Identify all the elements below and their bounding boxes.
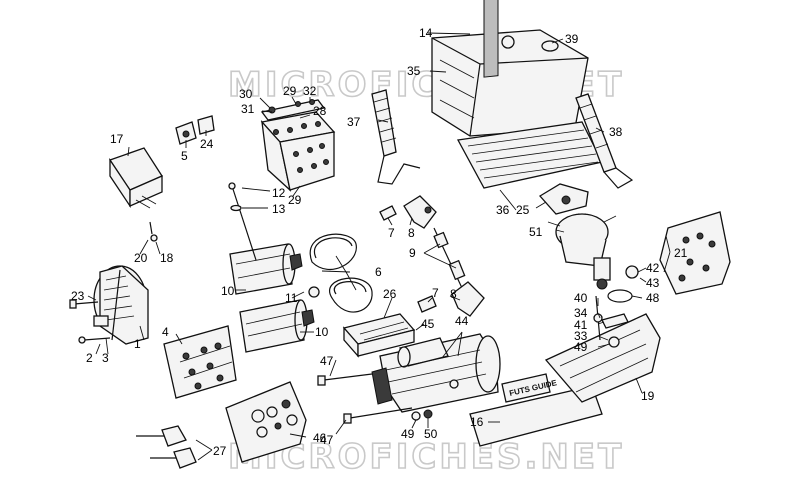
battery-clamp [538, 183, 589, 215]
oring-48 [607, 289, 633, 303]
callout-35: 35 [407, 64, 421, 78]
callout-36: 36 [496, 203, 510, 217]
battery [431, 0, 589, 137]
callout-25: 25 [516, 203, 530, 217]
callout-47-upper: 47 [320, 354, 334, 368]
callout-46: 46 [313, 431, 327, 445]
cable-clamp [342, 313, 416, 358]
callout-49-upper: 49 [574, 340, 588, 354]
callout-10-upper: 10 [221, 284, 235, 298]
plug-cap-lower [417, 281, 485, 317]
callout-51: 51 [529, 225, 543, 239]
relay [108, 147, 163, 209]
callout-7-lower: 7 [432, 286, 439, 300]
callout-5: 5 [181, 149, 188, 163]
callout-38: 38 [609, 125, 623, 139]
connector-27 [136, 425, 197, 469]
parts-bag-46 [225, 381, 307, 463]
callout-39: 39 [565, 32, 579, 46]
callout-9: 9 [409, 246, 416, 260]
parts-bag-21 [659, 211, 731, 295]
battery-strap-left [371, 89, 421, 185]
callout-27: 27 [213, 444, 227, 458]
ignition-coil-lower [239, 299, 315, 353]
callout-16: 16 [470, 415, 484, 429]
callout-19: 19 [641, 389, 655, 403]
connector-5 [175, 121, 197, 145]
callout-23: 23 [71, 289, 85, 303]
leader-lines [87, 32, 671, 461]
parts-bag-19 [544, 313, 661, 403]
callout-42: 42 [646, 261, 660, 275]
distributor [547, 213, 617, 290]
lead-9 [433, 227, 466, 289]
battery-strap-right [575, 93, 634, 189]
bolt-2 [78, 336, 111, 344]
callout-34: 34 [574, 306, 588, 320]
callout-29-lower: 29 [288, 193, 302, 207]
callout-40: 40 [574, 291, 588, 305]
callout-11: 11 [285, 291, 298, 305]
starter-bolt-upper [317, 373, 373, 386]
callout-47-lower: 47 [320, 433, 334, 447]
callout-10-lower: 10 [315, 325, 329, 339]
cap-42 [625, 265, 639, 279]
clip-24 [197, 115, 215, 135]
pressure-switch [593, 295, 629, 348]
callout-8-upper: 8 [408, 226, 415, 240]
callout-2: 2 [86, 351, 93, 365]
callout-1: 1 [134, 337, 141, 351]
callout-24: 24 [200, 137, 214, 151]
callout-29: 29 [283, 84, 297, 98]
callout-7-upper: 7 [388, 226, 395, 240]
callout-3: 3 [102, 351, 109, 365]
bolt-18-20 [149, 221, 158, 242]
callout-31: 31 [241, 102, 255, 116]
fuse-guide-plate: FUTS GUIDE [469, 373, 603, 447]
callouts: 14 35 39 37 38 36 25 51 17 5 24 30 31 29… [71, 26, 688, 458]
rectifier-bag [163, 325, 237, 399]
callout-49-lower: 49 [401, 427, 415, 441]
callout-50: 50 [424, 427, 438, 441]
callout-12: 12 [272, 186, 286, 200]
nut-50 [423, 409, 433, 419]
starter-motor [371, 333, 501, 413]
callout-26: 26 [383, 287, 397, 301]
coil-bolt [228, 182, 257, 261]
plug-cap-upper [379, 195, 437, 229]
starter-bolt-lower [343, 407, 413, 424]
callout-37: 37 [347, 115, 361, 129]
callout-44: 44 [455, 314, 469, 328]
ignition-coil-upper [229, 243, 303, 295]
callout-28: 28 [313, 104, 327, 118]
callout-14: 14 [419, 26, 433, 40]
bolt-23 [69, 299, 99, 309]
callout-48: 48 [646, 291, 660, 305]
callout-20: 20 [134, 251, 148, 265]
callout-21: 21 [674, 246, 688, 260]
callout-45: 45 [421, 317, 435, 331]
fuse-box [260, 111, 336, 192]
callout-4: 4 [162, 325, 169, 339]
callout-8-lower: 8 [450, 287, 457, 301]
callout-32: 32 [303, 84, 317, 98]
callout-13: 13 [272, 202, 286, 216]
callout-30: 30 [239, 87, 253, 101]
callout-17: 17 [110, 132, 124, 146]
callout-6: 6 [375, 265, 382, 279]
callout-41: 41 [574, 318, 588, 332]
callout-43: 43 [646, 276, 660, 290]
callout-33: 33 [574, 329, 588, 343]
alternator [93, 265, 149, 345]
ht-leads [308, 233, 373, 313]
washer-49 [411, 411, 421, 421]
callout-18: 18 [160, 251, 174, 265]
